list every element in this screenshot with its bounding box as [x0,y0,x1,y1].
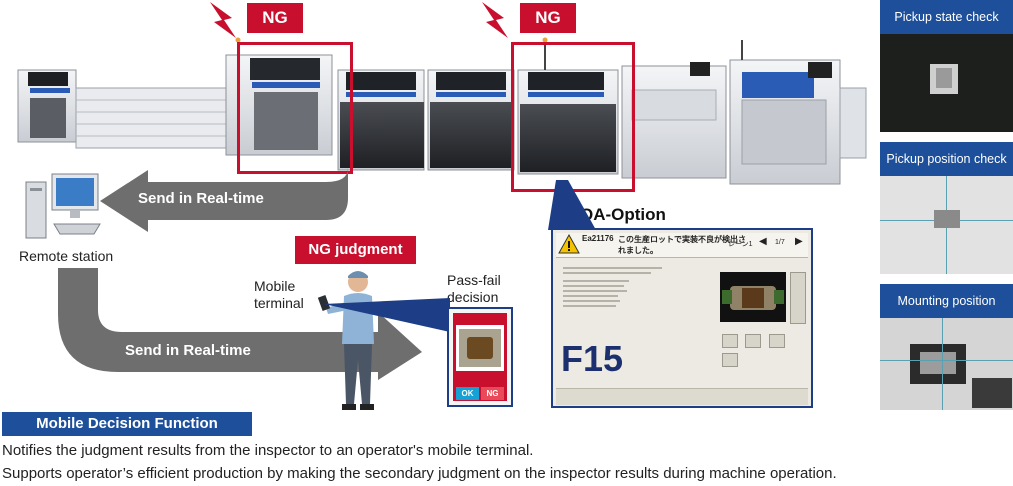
qa-option-title: QA-Option [580,205,666,224]
phone-frame: OK NG [447,307,513,407]
ng-machine-frame [511,42,635,192]
mounting-position-image [880,318,1013,410]
mobile-terminal-label: Mobile terminal [254,278,304,311]
qa-header: Ea21176 この生産ロットで実装不良が検出さ れました。 レーン1 ◀ 1/… [556,233,808,258]
error-message-1: この生産ロットで実装不良が検出さ [618,235,746,244]
detail-text [563,264,673,324]
send-realtime-label-top: Send in Real-time [138,190,264,207]
lane-label: レーン1 [728,241,753,248]
send-arrow-top [100,168,348,232]
warning-icon [558,234,580,254]
phone-ng-button[interactable]: NG [481,387,504,400]
operator-figure [317,271,374,410]
side-panel-title: Pickup position check [880,142,1013,176]
phone-screen: OK NG [453,313,507,401]
side-panel-title: Pickup state check [880,0,1013,34]
zoom-tools[interactable] [790,272,806,324]
description-line-1: Notifies the judgment results from the i… [2,442,534,459]
description-line-2: Supports operator’s efficient production… [2,465,837,482]
remote-station-label: Remote station [19,248,114,264]
ng-judgment-badge: NG judgment [295,236,416,264]
error-big-code: F15 [561,338,624,379]
error-message-2: れました。 [618,246,658,255]
qa-footer [556,388,808,405]
phone-ok-button[interactable]: OK [456,387,479,400]
pickup-position-image [880,176,1013,274]
ng-machine-frame [237,42,353,174]
computer-icon [25,173,101,239]
send-arrow-bottom [58,268,422,380]
function-title: Mobile Decision Function [2,412,252,436]
signal-beam [324,298,450,332]
next-button[interactable]: ▶ [795,236,803,247]
page-indicator: 1/7 [775,239,785,246]
ng-badge: NG [520,3,576,33]
qa-pointer [548,180,596,230]
component-image [720,272,786,322]
qa-screen: Ea21176 この生産ロットで実装不良が検出さ れました。 レーン1 ◀ 1/… [551,228,813,408]
action-buttons[interactable] [722,334,792,367]
pickup-state-image [880,34,1013,132]
side-panel-title: Mounting position check [880,284,1013,342]
lightning-icon [482,2,508,38]
send-realtime-label-bottom: Send in Real-time [125,342,251,359]
pass-fail-label: Pass-fail decision [447,272,501,305]
ng-badge: NG [247,3,303,33]
prev-button[interactable]: ◀ [759,236,767,247]
error-code: Ea21176 [582,234,614,243]
phone-component-image [459,329,501,367]
lightning-icon [210,2,236,38]
